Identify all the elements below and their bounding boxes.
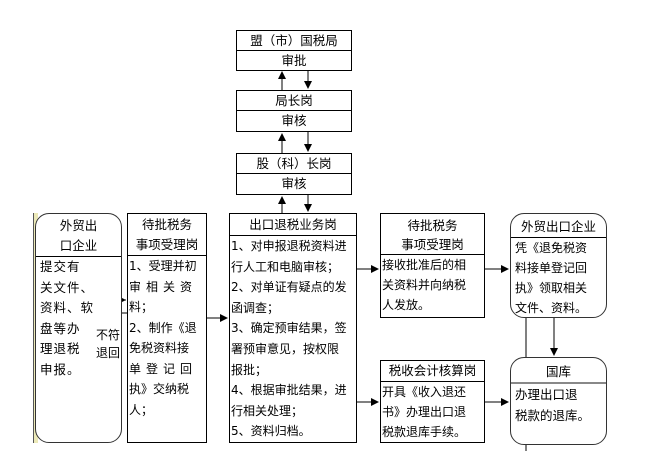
body-line: 书》办理出口退 (382, 405, 467, 419)
body-line: 免税资料接 (129, 341, 190, 355)
node-acceptance-left-body: 1、受理并初 审相关资 料； 2、制作《退 免税资料接 单登记回 执》交纳税 人… (128, 256, 206, 420)
node-enterprise-right: 外贸出口企业 凭《退免税资 料接单登记回 执》领取相关 文件、资料。 (510, 213, 607, 318)
body-line: 人； (129, 402, 154, 417)
body-line: 提交有 (40, 259, 81, 274)
body-line: 单登记回 (129, 361, 198, 376)
edge-label-reject: 不符 退回 (96, 326, 120, 362)
node-section-chief-body: 审核 (281, 176, 307, 191)
node-section-chief-title: 股（科）长岗 (237, 154, 351, 174)
body-line: 审相关资 (129, 279, 198, 294)
edge-label-line: 退回 (96, 346, 121, 360)
node-treasury-title: 国库 (511, 358, 606, 384)
title-line: 口企业 (59, 238, 98, 253)
body-line: 4、根据审批结果，进 (231, 383, 347, 398)
body-line: 执》领取相关 (515, 281, 588, 295)
node-enterprise-left: 外贸出 口企业 提交有 关文件、 资料、软 盘等办 理退税 申报。 (35, 213, 122, 443)
node-section-chief: 股（科）长岗 审核 (236, 153, 352, 195)
node-enterprise-left-body: 提交有 关文件、 资料、软 盘等办 理退税 申报。 (36, 257, 121, 380)
body-line: 函调查； (231, 300, 280, 315)
node-export-refund-body: 1、对申报退税资料进 行人工和电脑审核； 2、对单证有疑点的发 函调查； 3、确… (230, 236, 356, 442)
body-line: 资料、软 (40, 300, 95, 315)
body-line: 执》交纳税 (129, 382, 190, 396)
node-bureau: 盟（市）国税局 审批 (236, 30, 352, 71)
node-acceptance-left: 待批税务 事项受理岗 1、受理并初 审相关资 料； 2、制作《退 免税资料接 单… (127, 213, 207, 443)
body-line: 2、对单证有疑点的发 (231, 280, 347, 295)
title-line: 待批税务 (141, 217, 192, 232)
node-export-refund: 出口退税业务岗 1、对申报退税资料进 行人工和电脑审核； 2、对单证有疑点的发 … (229, 213, 357, 443)
node-accounting-body: 开具《收入退还 书》办理出口退 税款退库手续。 (381, 382, 484, 442)
body-line: 关资料并向纳税 (382, 278, 467, 292)
title-line: 事项受理岗 (401, 237, 464, 252)
node-treasury: 国库 办理出口退 税款的退库。 (510, 357, 607, 445)
node-treasury-body: 办理出口退 税款的退库。 (511, 384, 606, 426)
node-acceptance-right-body: 接收批准后的相 关资料并向纳税 人发放。 (381, 255, 484, 315)
body-line: 关文件、 (40, 279, 95, 295)
body-line: 凭《退免税资 (515, 241, 588, 255)
node-acceptance-right-title: 待批税务 事项受理岗 (381, 214, 484, 255)
body-line: 料接单登记回 (515, 261, 588, 275)
title-line: 待批税务 (407, 218, 458, 233)
node-enterprise-right-body: 凭《退免税资 料接单登记回 执》领取相关 文件、资料。 (511, 238, 606, 318)
node-acceptance-right: 待批税务 事项受理岗 接收批准后的相 关资料并向纳税 人发放。 (380, 213, 485, 318)
body-line: 署预审意见，按权限 (231, 341, 340, 356)
node-bureau-title: 盟（市）国税局 (237, 31, 351, 51)
body-line: 料； (129, 300, 154, 314)
node-accounting-title: 税收会计核算岗 (381, 361, 484, 382)
body-line: 接收批准后的相 (382, 258, 467, 272)
body-line: 文件、资料。 (515, 301, 588, 315)
node-director-title: 局长岗 (237, 91, 351, 111)
body-line: 行相关处理； (231, 403, 304, 418)
title-line: 事项受理岗 (135, 237, 199, 252)
body-line: 人发放。 (382, 298, 431, 312)
body-line: 5、资料归档。 (231, 424, 311, 439)
body-line: 盘等办 (40, 320, 81, 336)
title-line: 外贸出 (59, 218, 98, 233)
node-bureau-body: 审批 (281, 53, 307, 68)
node-export-refund-title: 出口退税业务岗 (230, 214, 356, 236)
node-director: 局长岗 审核 (236, 90, 352, 132)
body-line: 1、对申报退税资料进 (231, 239, 347, 253)
body-line: 1、受理并初 (129, 259, 197, 273)
edge-label-line: 不符 (96, 328, 121, 342)
node-acceptance-left-title: 待批税务 事项受理岗 (128, 214, 206, 256)
node-accounting: 税收会计核算岗 开具《收入退还 书》办理出口退 税款退库手续。 (380, 360, 485, 443)
body-line: 2、制作《退 (129, 320, 197, 335)
body-line: 报批； (231, 362, 268, 377)
node-enterprise-left-title: 外贸出 口企业 (36, 214, 121, 257)
node-director-body: 审核 (281, 113, 307, 128)
body-line: 税款退库手续。 (382, 425, 467, 439)
node-enterprise-right-title: 外贸出口企业 (511, 214, 606, 238)
body-line: 办理出口退 (515, 387, 578, 402)
body-line: 3、确定预审结果，签 (231, 321, 347, 336)
body-line: 税款的退库。 (515, 408, 591, 423)
body-line: 开具《收入退还 (382, 385, 467, 399)
body-line: 行人工和电脑审核； (231, 259, 340, 274)
body-line: 理退税 (40, 341, 81, 356)
body-line: 申报。 (40, 361, 81, 377)
